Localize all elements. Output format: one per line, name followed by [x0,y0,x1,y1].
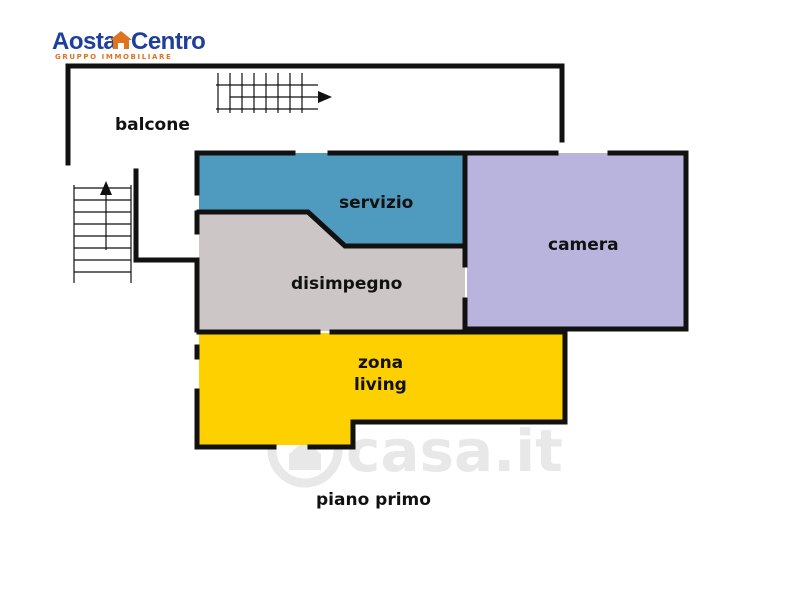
label-zona: zona [358,353,403,373]
room-disimpegno [199,212,465,331]
label-disimpegno: disimpegno [291,274,402,294]
house-icon [110,31,132,49]
brand-subtitle: GRUPPO IMMOBILIARE [55,53,172,61]
label-balcone: balcone [115,115,190,135]
label-servizio: servizio [339,193,413,213]
room-servizio [199,153,465,246]
floor-label: piano primo [316,490,431,510]
walls [65,63,689,450]
room-camera [467,153,686,328]
stairs-top [216,73,318,113]
stairs-left [73,185,132,283]
brand-logo: Aosta Centro GRUPPO IMMOBILIARE [52,28,206,61]
brand-name-right: Centro [131,28,205,55]
watermark: casa.it [267,412,563,488]
watermark-text: casa.it [346,417,563,485]
stairs-top-arrow-icon [318,91,332,103]
stairs-left-arrow-icon [100,181,112,195]
label-camera: camera [548,235,619,255]
label-living: living [354,375,407,395]
brand-name-left: Aosta [52,28,117,55]
room-zona-living [199,333,565,445]
